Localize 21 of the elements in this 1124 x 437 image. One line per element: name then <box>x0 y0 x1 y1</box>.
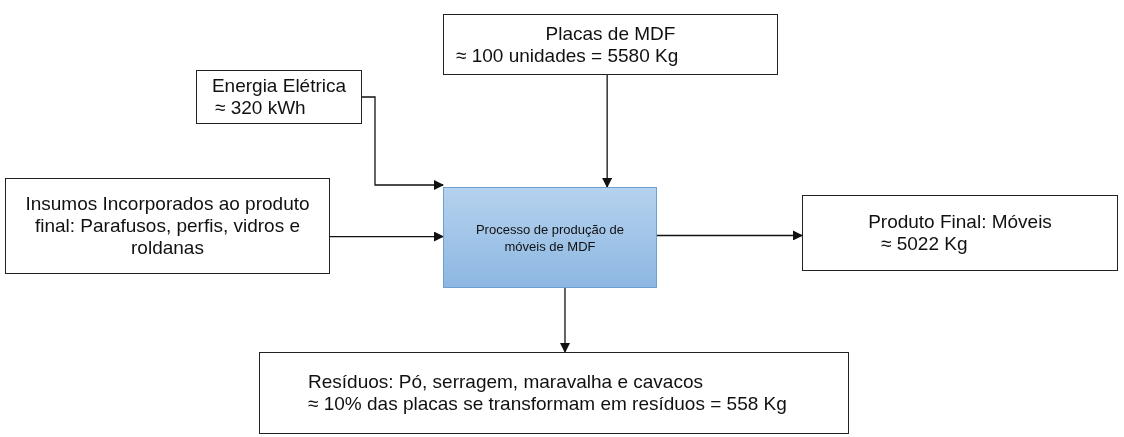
input-output-box <box>259 352 849 434</box>
box-text: Insumos Incorporados ao produto final: Parafusos, perfis, vidros e roldanas <box>24 193 311 259</box>
process-box <box>443 187 657 288</box>
box-text: Processo de produção de móveis de MDF <box>474 220 626 255</box>
box-text: ≈ 10% das placas se transformam em resíduos = 558 Kg <box>307 393 788 415</box>
box-text: Energia Elétrica <box>210 75 348 97</box>
box-text: Resíduos: Pó, serragem, maravalha e cavacos <box>307 371 704 393</box>
box-text: ≈ 5022 Kg <box>880 233 969 255</box>
arrow <box>656 230 803 241</box>
arrow <box>602 74 613 188</box>
box-text: ≈ 100 unidades = 5580 Kg <box>455 44 680 67</box>
input-output-box <box>443 14 778 75</box>
box-text: ≈ 320 kWh <box>214 97 307 119</box>
arrow <box>329 231 444 242</box>
box-text: Produto Final: Móveis <box>867 211 1053 233</box>
arrow <box>560 287 570 353</box>
arrow <box>361 96 444 190</box>
input-output-box <box>5 178 330 274</box>
box-text: Placas de MDF <box>544 22 677 45</box>
input-output-box <box>196 70 362 124</box>
input-output-box <box>802 195 1118 271</box>
